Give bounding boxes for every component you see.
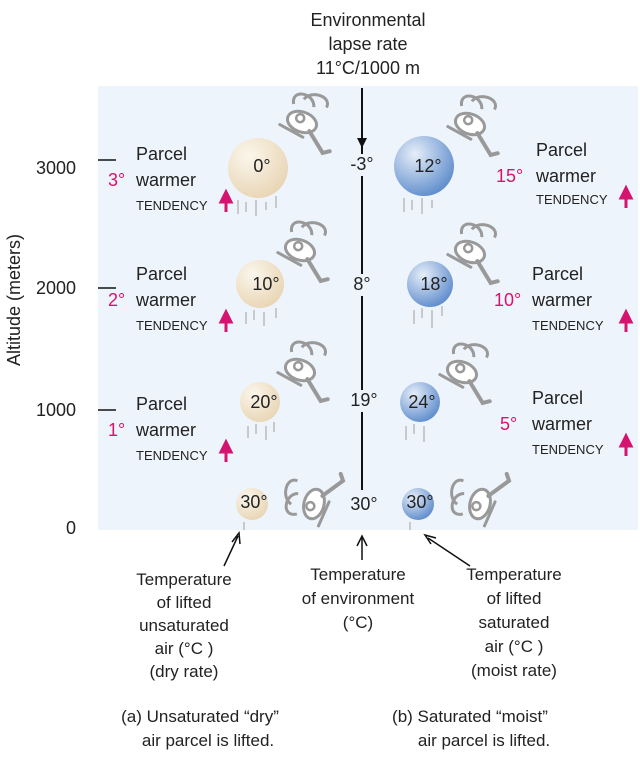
dry-caption-line: (dry rate) xyxy=(150,662,219,681)
header-line-3: 11°C/1000 m xyxy=(316,58,420,78)
dry-label-parcel-3000: Parcel xyxy=(136,144,187,164)
moist-label-warmer-2000: warmer xyxy=(531,290,592,310)
dry-tendency-2000: TENDENCY xyxy=(136,318,208,333)
moist-caption-line: Temperature xyxy=(466,565,561,584)
dry-caption: Temperature of lifted unsaturated air (°… xyxy=(136,570,231,681)
dry-diff-1000: 1° xyxy=(108,420,125,440)
up-arrow-icon xyxy=(218,308,234,332)
moist-caption-line: saturated xyxy=(479,613,550,632)
up-arrow-icon xyxy=(618,308,634,332)
moist-parcel-temp-0: 30° xyxy=(406,492,433,512)
dry-parcel-temp-0: 30° xyxy=(240,492,267,512)
moist-label-warmer-3000: warmer xyxy=(535,166,596,186)
moist-label-parcel-2000: Parcel xyxy=(532,264,583,284)
dry-label-warmer-2000: warmer xyxy=(135,290,196,310)
dry-parcel-temp-3000: 0° xyxy=(253,156,270,176)
up-arrow-icon xyxy=(618,432,634,456)
moist-tendency-2000: TENDENCY xyxy=(532,318,604,333)
up-arrow-icon xyxy=(218,188,234,212)
environment-arrowhead xyxy=(357,138,367,148)
moist-tendency-3000: TENDENCY xyxy=(536,192,608,207)
moist-parcel-temp-2000: 18° xyxy=(420,274,447,294)
env-temp-1000: 19° xyxy=(350,390,377,410)
y-tick-3000: 3000 xyxy=(36,158,76,178)
moist-diff-1000: 5° xyxy=(500,414,517,434)
pointer-arrow-icon xyxy=(223,531,241,567)
pointer-arrow-icon xyxy=(423,533,471,567)
moist-label-parcel-1000: Parcel xyxy=(532,388,583,408)
dry-parcel-temp-1000: 20° xyxy=(250,392,277,412)
dry-tendency-3000: TENDENCY xyxy=(136,198,208,213)
dry-tendency-1000: TENDENCY xyxy=(136,448,208,463)
moist-parcel-temp-3000: 12° xyxy=(414,156,441,176)
moist-tendency-1000: TENDENCY xyxy=(532,442,604,457)
dry-caption-line: Temperature xyxy=(136,570,231,589)
dry-label-warmer-3000: warmer xyxy=(135,170,196,190)
dry-diff-2000: 2° xyxy=(108,290,125,310)
dry-label-warmer-1000: warmer xyxy=(135,420,196,440)
moist-caption: Temperature of lifted saturated air (°C … xyxy=(466,565,561,680)
moist-parcel-0 xyxy=(402,488,434,520)
moist-label-parcel-3000: Parcel xyxy=(536,140,587,160)
y-axis-label: Altitude (meters) xyxy=(4,234,24,366)
moist-caption-line: of lifted xyxy=(487,589,542,608)
dry-parcel-3000 xyxy=(228,138,288,198)
moist-parcel-3000 xyxy=(394,136,454,196)
dry-caption-line: air (°C ) xyxy=(155,639,214,658)
up-arrow-icon xyxy=(618,184,634,208)
dry-subtitle-line-1: (a) Unsaturated “dry” xyxy=(121,707,279,726)
env-caption: Temperature of environment (°C) xyxy=(302,565,415,632)
moist-subtitle-line-2: air parcel is lifted. xyxy=(418,731,550,750)
y-tick-1000: 1000 xyxy=(36,400,76,420)
moist-label-warmer-1000: warmer xyxy=(531,414,592,434)
moist-streaks xyxy=(403,198,443,530)
env-caption-arrow xyxy=(356,534,368,560)
header-line-2: lapse rate xyxy=(328,34,407,54)
moist-caption-line: air (°C ) xyxy=(485,637,544,656)
moist-subtitle-line-1: (b) Saturated “moist” xyxy=(392,707,548,726)
env-temp-3000: -3° xyxy=(350,154,373,174)
moist-parcel-2000 xyxy=(407,261,453,307)
moist-diff-2000: 10° xyxy=(494,290,521,310)
dry-diff-3000: 3° xyxy=(108,170,125,190)
moist-diff-3000: 15° xyxy=(496,166,523,186)
dry-streaks xyxy=(237,196,277,530)
env-temp-2000: 8° xyxy=(353,274,370,294)
dry-parcel-0 xyxy=(236,488,268,520)
up-arrow-icon xyxy=(218,438,234,462)
dry-caption-line: unsaturated xyxy=(139,616,229,635)
moist-parcel-1000 xyxy=(400,382,440,422)
moist-parcel-temp-1000: 24° xyxy=(408,392,435,412)
y-tick-2000: 2000 xyxy=(36,278,76,298)
env-temp-0: 30° xyxy=(350,494,377,514)
dry-label-parcel-1000: Parcel xyxy=(136,394,187,414)
y-tick-0: 0 xyxy=(66,518,76,538)
header-line-1: Environmental xyxy=(310,10,425,30)
env-caption-line: Temperature xyxy=(310,565,405,584)
dry-parcel-temp-2000: 10° xyxy=(252,274,279,294)
dry-parcel-1000 xyxy=(240,382,280,422)
env-caption-line: of environment xyxy=(302,589,415,608)
moist-caption-line: (moist rate) xyxy=(471,661,557,680)
dry-caption-line: of lifted xyxy=(157,593,212,612)
dry-subtitle-line-2: air parcel is lifted. xyxy=(142,731,274,750)
env-caption-line: (°C) xyxy=(343,613,373,632)
dry-label-parcel-2000: Parcel xyxy=(136,264,187,284)
dry-parcel-2000 xyxy=(236,260,284,308)
